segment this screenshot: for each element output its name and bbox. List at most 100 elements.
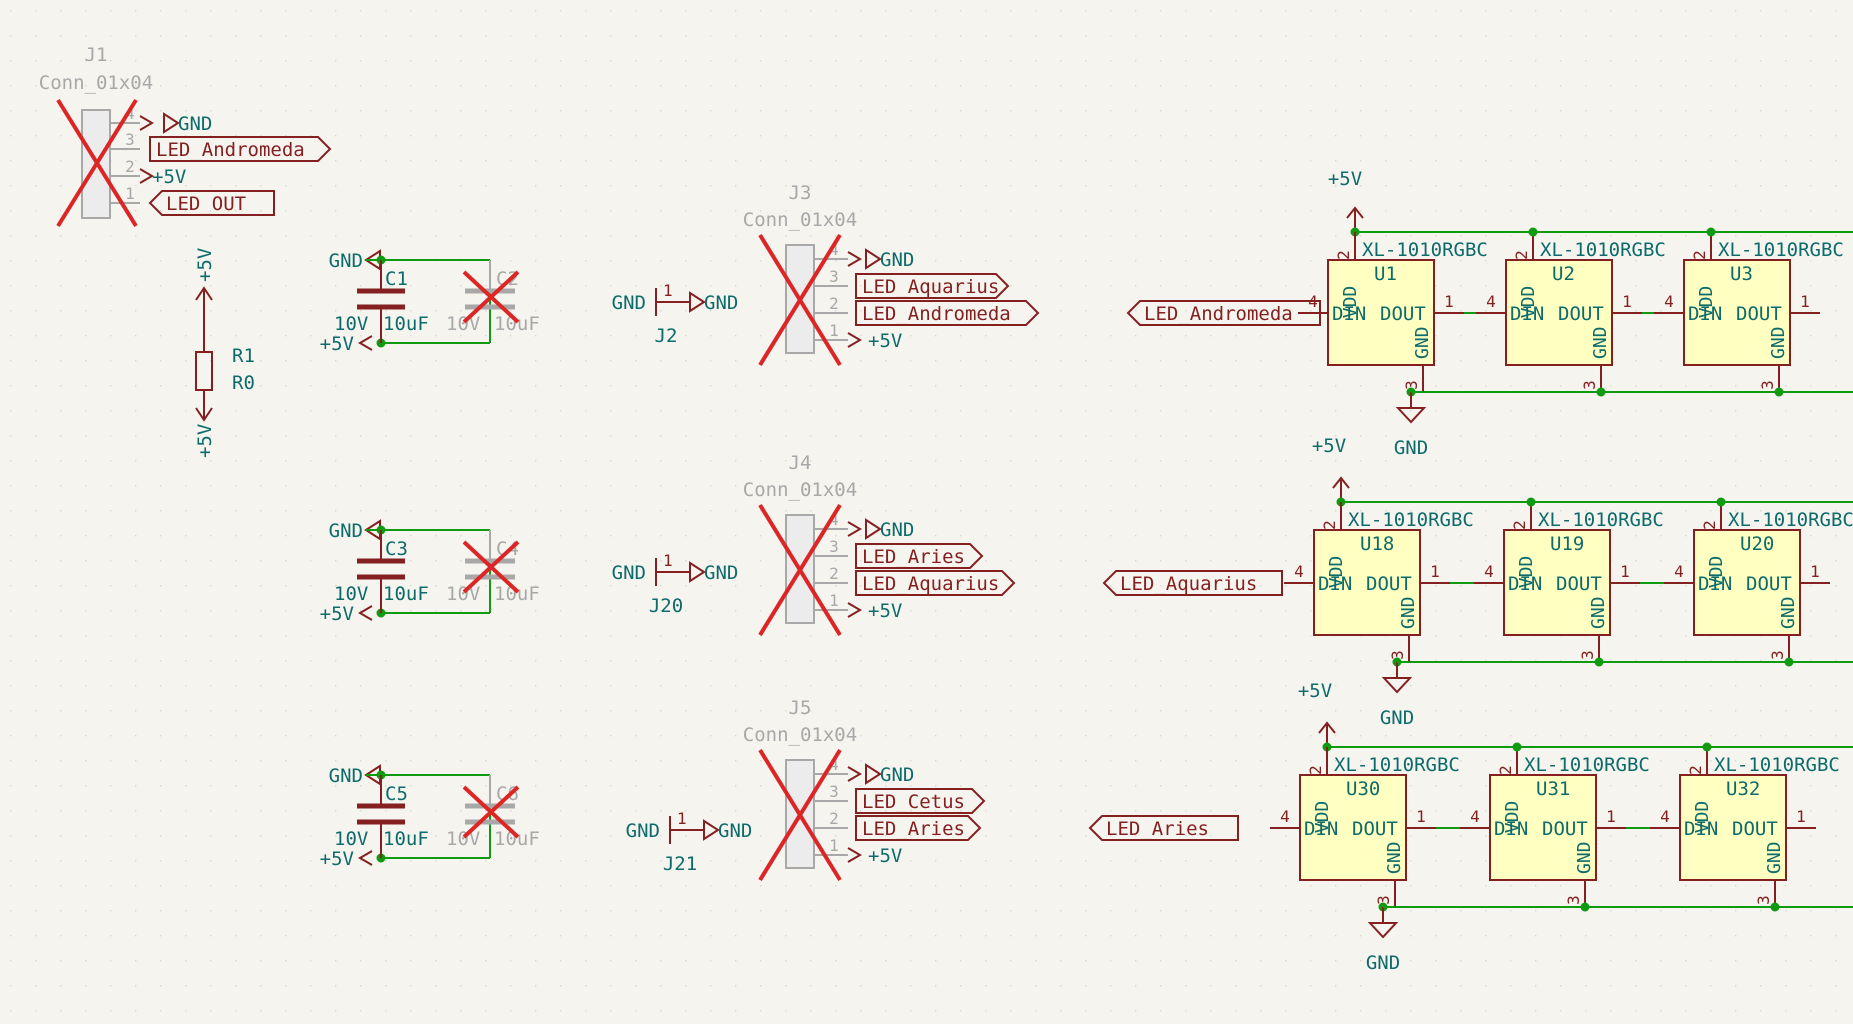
- dnp-cross-icon: [758, 233, 842, 367]
- global-label[interactable]: LED_Aries: [855, 543, 984, 569]
- global-label[interactable]: LED_OUT: [148, 190, 275, 216]
- gnd-label: GND: [880, 249, 914, 271]
- vcc-label: +5V: [320, 848, 354, 870]
- led-part-number: XL-1010RGBC: [1728, 509, 1853, 531]
- pin-name-dout: DOUT: [1366, 573, 1412, 595]
- connector-ref: J5: [789, 697, 812, 719]
- connector-j1[interactable]: J1Conn_01x044321GNDLED_Andromeda+5VLED_O…: [39, 44, 332, 228]
- led-ref: U18: [1360, 533, 1394, 555]
- global-label[interactable]: LED_Aries: [1088, 815, 1239, 841]
- pin-number: 2: [1320, 520, 1339, 530]
- capacitor-voltage: 10V: [446, 828, 480, 850]
- pin-number: 1: [829, 321, 839, 340]
- dnp-cross-icon: [56, 98, 138, 228]
- global-label[interactable]: LED_Andromeda: [855, 300, 1040, 326]
- led-ref: U1: [1374, 263, 1397, 285]
- pin-number: 3: [1580, 380, 1599, 390]
- pin-number: 4: [1470, 807, 1480, 826]
- pin-number: 1: [1800, 292, 1810, 311]
- gnd-symbol: GND: [163, 112, 212, 135]
- resistor-ref: R1: [232, 345, 255, 367]
- connector-j3[interactable]: J3Conn_01x044321GNDLED_AquariusLED_Andro…: [743, 182, 1040, 367]
- global-label-text: LED_Aries: [862, 818, 965, 840]
- pin-name-gnd: GND: [1384, 841, 1405, 874]
- pin-name-gnd: GND: [1588, 596, 1609, 629]
- pin-name-gnd: GND: [1398, 596, 1419, 629]
- capacitor-value: 10uF: [383, 583, 429, 605]
- pin-number: 3: [1564, 895, 1583, 905]
- junction-dot: [1706, 227, 1716, 237]
- vcc-label: +5V: [152, 166, 186, 188]
- gnd-symbol: GND: [689, 561, 738, 584]
- pin-number: 3: [829, 537, 839, 556]
- dnp-cross-icon: [758, 748, 842, 882]
- pin-number: 3: [1374, 895, 1393, 905]
- global-label-text: LED_OUT: [166, 193, 246, 215]
- global-label[interactable]: LED_Aquarius: [855, 273, 1010, 299]
- connector-value: Conn_01x04: [743, 479, 857, 501]
- global-label[interactable]: LED_Andromeda: [1126, 300, 1321, 326]
- pin-number: 4: [1674, 562, 1684, 581]
- pin-name-gnd: GND: [1590, 326, 1611, 359]
- pin-number: 2: [829, 294, 839, 313]
- gnd-symbol: GND: [703, 819, 752, 842]
- global-label[interactable]: LED_Cetus: [855, 788, 986, 814]
- led-part-number: XL-1010RGBC: [1348, 509, 1474, 531]
- global-label[interactable]: LED_Aquarius: [855, 570, 1016, 596]
- gnd-label: GND: [718, 820, 752, 842]
- gnd-symbol: GND: [689, 291, 738, 314]
- vcc-label: +5V: [194, 424, 216, 458]
- gnd-symbol: GND: [865, 763, 914, 786]
- led-part-number: XL-1010RGBC: [1524, 754, 1650, 776]
- vcc-label: +5V: [868, 845, 902, 867]
- vcc-label: +5V: [1298, 680, 1332, 702]
- pin-number: 4: [1308, 292, 1318, 311]
- connector-j4[interactable]: J4Conn_01x044321GNDLED_AriesLED_Aquarius…: [743, 452, 1016, 637]
- pin-number: 1: [1430, 562, 1440, 581]
- global-label-text: LED_Aquarius: [1120, 573, 1257, 595]
- pin-name-dout: DOUT: [1352, 818, 1398, 840]
- power-arrow-icon: [847, 521, 862, 537]
- global-label[interactable]: LED_Aquarius: [1102, 570, 1283, 596]
- power-arrow-icon: [358, 850, 373, 866]
- pin-number: 2: [1686, 765, 1705, 775]
- gnd-symbol: GND: [1380, 677, 1414, 729]
- global-label-text: LED_Cetus: [862, 791, 965, 813]
- connector-value: Conn_01x04: [743, 209, 857, 231]
- gnd-label: GND: [1366, 952, 1400, 974]
- pin-number: 4: [1660, 807, 1670, 826]
- pin-number: 1: [1606, 807, 1616, 826]
- global-label[interactable]: LED_Andromeda: [149, 136, 332, 162]
- global-label-text: LED_Andromeda: [156, 139, 305, 161]
- junction-dot: [1774, 387, 1784, 397]
- pin-number: 3: [1388, 650, 1407, 660]
- gnd-label: GND: [329, 250, 363, 272]
- global-label[interactable]: LED_Aries: [855, 815, 982, 841]
- gnd-label: GND: [612, 562, 646, 584]
- capacitor-value: 10uF: [383, 313, 429, 335]
